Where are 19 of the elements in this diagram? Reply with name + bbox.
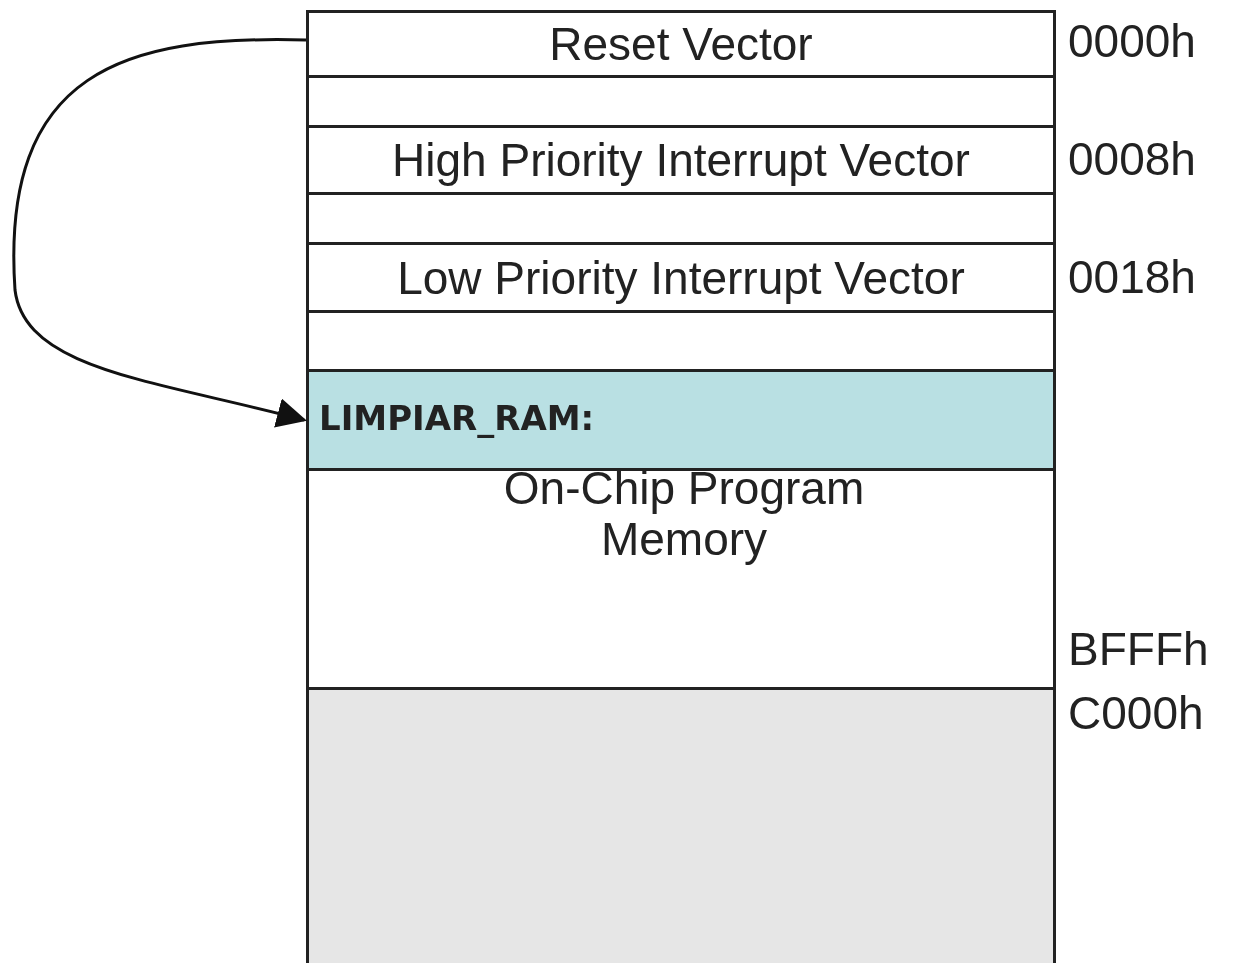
memory-row [306,242,1056,313]
memory-label: On-Chip Program Memory [502,463,866,565]
memory-region [306,687,1056,963]
memory-label: Low Priority Interrupt Vector [396,252,966,303]
address-label: 0018h [1068,250,1196,304]
address-label: C000h [1068,686,1204,740]
label-box [306,369,1056,471]
memory-label: High Priority Interrupt Vector [391,134,971,186]
address-label: BFFFh [1068,622,1209,676]
address-label: 0000h [1068,14,1196,68]
memory-row [306,192,1056,245]
memory-row [306,125,1056,195]
memory-row [306,75,1056,128]
memory-region [306,310,1056,690]
memory-label: LIMPIAR_RAM: [319,400,595,438]
address-label: 0008h [1068,132,1196,186]
memory-label: Reset Vector [548,18,814,70]
memory-row [306,10,1056,78]
arrow [12,38,307,428]
